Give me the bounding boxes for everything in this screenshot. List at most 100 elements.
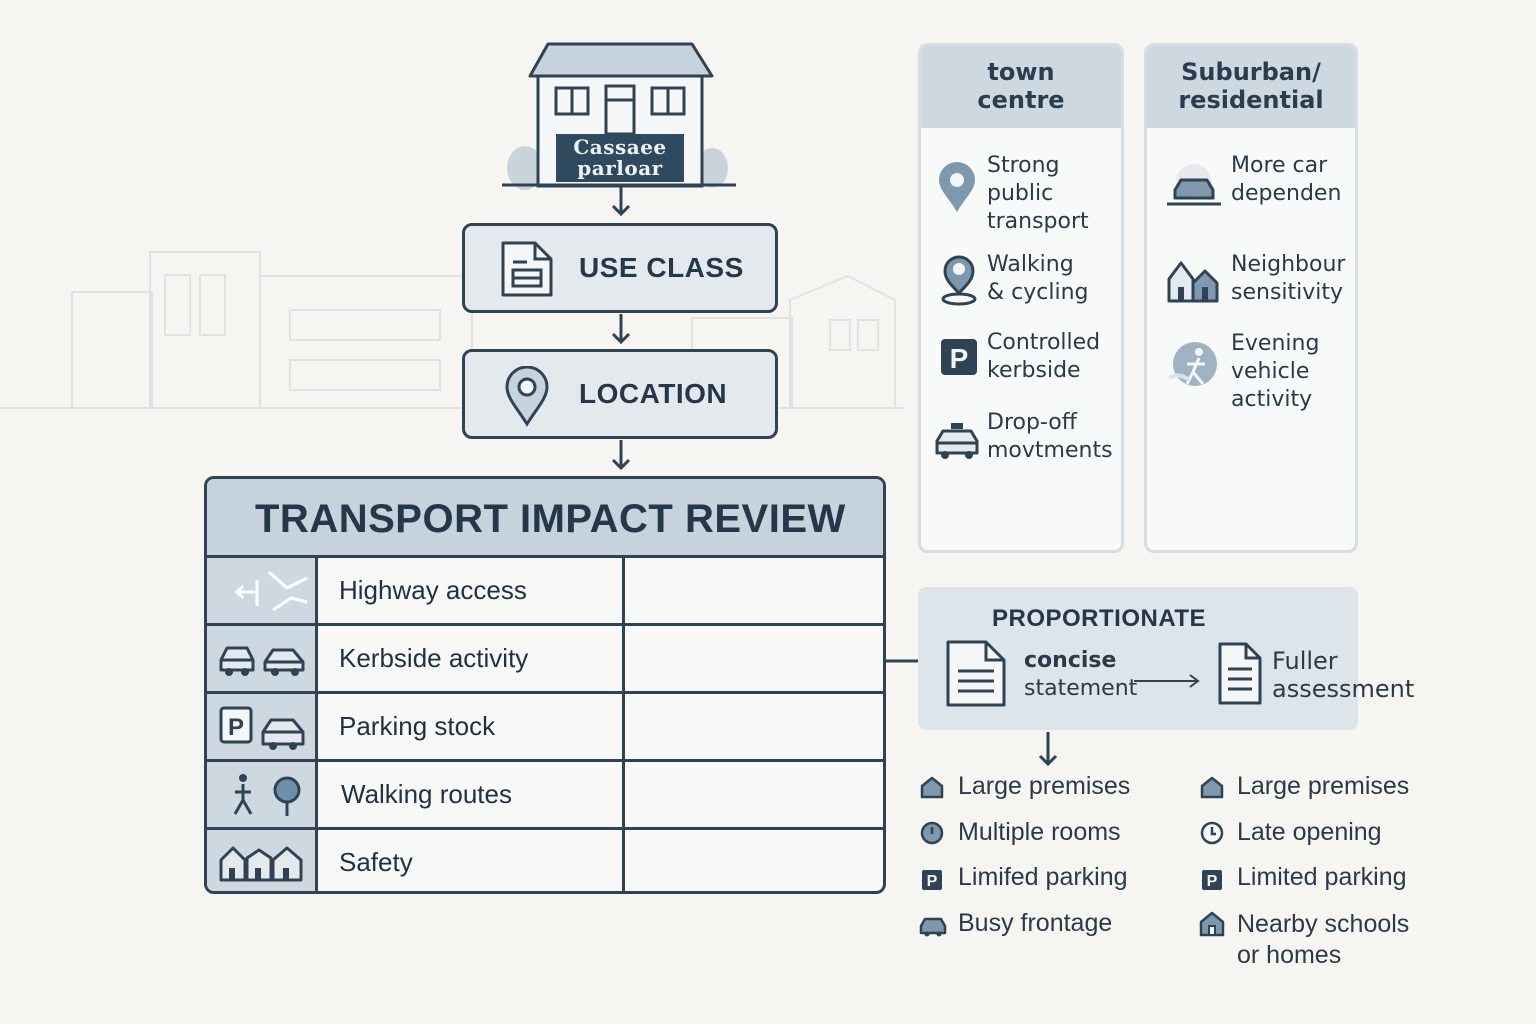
criteria-line: or homes: [1237, 941, 1342, 969]
criteria-item: Limited parking: [1237, 863, 1407, 891]
panel-header: town centre: [921, 46, 1121, 128]
arrow-down: [611, 186, 631, 217]
svg-text:P: P: [950, 343, 969, 374]
row-label: Safety: [339, 847, 413, 877]
house-icon: [1200, 776, 1224, 799]
criteria-item: Busy frontage: [958, 909, 1113, 937]
panel-title-line1: town: [987, 58, 1055, 86]
table-row: Highway access: [207, 558, 883, 626]
table-row: Kerbside activity: [207, 626, 883, 694]
item-line: sensitivity: [1231, 280, 1344, 305]
pedestrian-tree-icon: [207, 762, 318, 827]
item-line: public: [987, 181, 1054, 206]
criteria-item: Multiple rooms: [958, 818, 1121, 846]
arrow-down: [1038, 732, 1058, 767]
clock-icon: [1200, 821, 1224, 845]
row-label: Highway access: [339, 575, 527, 605]
taxi-icon: [935, 423, 979, 459]
location-box: LOCATION: [462, 349, 778, 439]
criteria-item: Late opening: [1237, 818, 1382, 846]
svg-text:P: P: [927, 873, 938, 890]
school-icon: [1199, 911, 1225, 937]
panel-title-line1: Suburban/: [1181, 58, 1321, 86]
item-line: kerbside: [987, 358, 1081, 383]
location-label: LOCATION: [579, 378, 728, 409]
use-class-box: USE CLASS: [462, 223, 778, 313]
connector-line: [884, 659, 920, 663]
column-divider: [622, 830, 625, 891]
criteria-item: Limifed parking: [958, 863, 1128, 891]
review-header: TRANSPORT IMPACT REVIEW: [207, 479, 883, 558]
item-line: vehicle: [1231, 359, 1310, 384]
cars-icon: [207, 626, 318, 691]
item-text: Walking & cycling: [987, 251, 1089, 307]
svg-text:P: P: [228, 714, 244, 741]
item-text: Controlled kerbside: [987, 329, 1100, 385]
parking-icon: P: [922, 870, 942, 890]
criteria-item: Large premises: [958, 772, 1131, 800]
map-pin-icon: [505, 366, 549, 427]
fuller-line1: Fuller: [1272, 647, 1338, 675]
document-icon: [1218, 642, 1262, 705]
item-line: Controlled: [987, 330, 1101, 355]
row-label: Kerbside activity: [339, 643, 529, 673]
concise-statement-text: concise statement: [1024, 647, 1137, 703]
house-icon: [920, 776, 944, 799]
suburban-panel: Suburban/ residential More car dependen …: [1144, 43, 1358, 553]
parking-car-icon: P: [207, 694, 318, 759]
item-text: Strong public transport: [987, 152, 1089, 236]
criteria-item: Large premises: [1237, 772, 1410, 800]
houses-icon: [1167, 261, 1219, 303]
item-line: More car: [1231, 153, 1328, 178]
house-sign-line1: Cassaee: [573, 135, 667, 159]
houses-icon: [207, 830, 318, 891]
car-icon: [919, 917, 947, 937]
item-line: Walking: [987, 252, 1074, 277]
item-text: More car dependen: [1231, 152, 1341, 208]
concise-line2: statement: [1024, 676, 1138, 701]
clock-icon: [920, 821, 944, 845]
proportionate-box: PROPORTIONATE concise statement Fuller a…: [918, 587, 1414, 730]
item-line: Evening: [1231, 331, 1320, 356]
item-line: movtments: [987, 438, 1113, 463]
item-text: Neighbour sensitivity: [1231, 251, 1345, 307]
map-pin-icon: [939, 162, 975, 212]
item-line: & cycling: [987, 280, 1089, 305]
document-icon: [946, 640, 1006, 707]
town-centre-panel: town centre Strong public transport Walk…: [918, 43, 1124, 553]
table-row: P Parking stock: [207, 694, 883, 762]
svg-text:P: P: [1207, 873, 1218, 890]
road-junction-icon: [207, 558, 318, 623]
item-text: Evening vehicle activity: [1231, 330, 1319, 414]
car-icon: [1167, 164, 1221, 206]
item-line: Strong: [987, 153, 1060, 178]
panel-title: Suburban/ residential: [1147, 58, 1355, 114]
panel-title-line2: residential: [1178, 86, 1324, 114]
item-text: Drop-off movtments: [987, 409, 1113, 465]
concise-line1: concise: [1024, 648, 1117, 673]
table-row: Walking routes: [207, 762, 883, 830]
house-sign-line2: parloar: [577, 156, 663, 180]
arrow-down: [611, 314, 631, 345]
parking-sign-icon: P: [941, 339, 977, 375]
parking-icon: P: [1202, 870, 1222, 890]
fuller-assessment-text: Fuller assessment: [1272, 647, 1414, 703]
panel-title-line2: centre: [977, 86, 1065, 114]
item-line: Drop-off: [987, 410, 1077, 435]
fuller-line2: assessment: [1272, 675, 1415, 703]
table-row: Safety: [207, 830, 883, 891]
review-title: TRANSPORT IMPACT REVIEW: [255, 497, 846, 541]
column-divider: [622, 558, 625, 623]
item-line: dependen: [1231, 181, 1342, 206]
evening-walker-icon: [1167, 342, 1217, 386]
column-divider: [622, 762, 625, 827]
arrow-down: [611, 440, 631, 471]
document-icon: [501, 241, 553, 297]
transport-impact-review-table: TRANSPORT IMPACT REVIEW Highway access K…: [204, 476, 886, 894]
row-label: Parking stock: [339, 711, 496, 741]
use-class-label: USE CLASS: [579, 252, 744, 283]
right-arrow: [1134, 674, 1200, 688]
item-line: Neighbour: [1231, 252, 1346, 277]
person-pin-icon: [941, 255, 977, 306]
row-label: Walking routes: [341, 779, 512, 809]
